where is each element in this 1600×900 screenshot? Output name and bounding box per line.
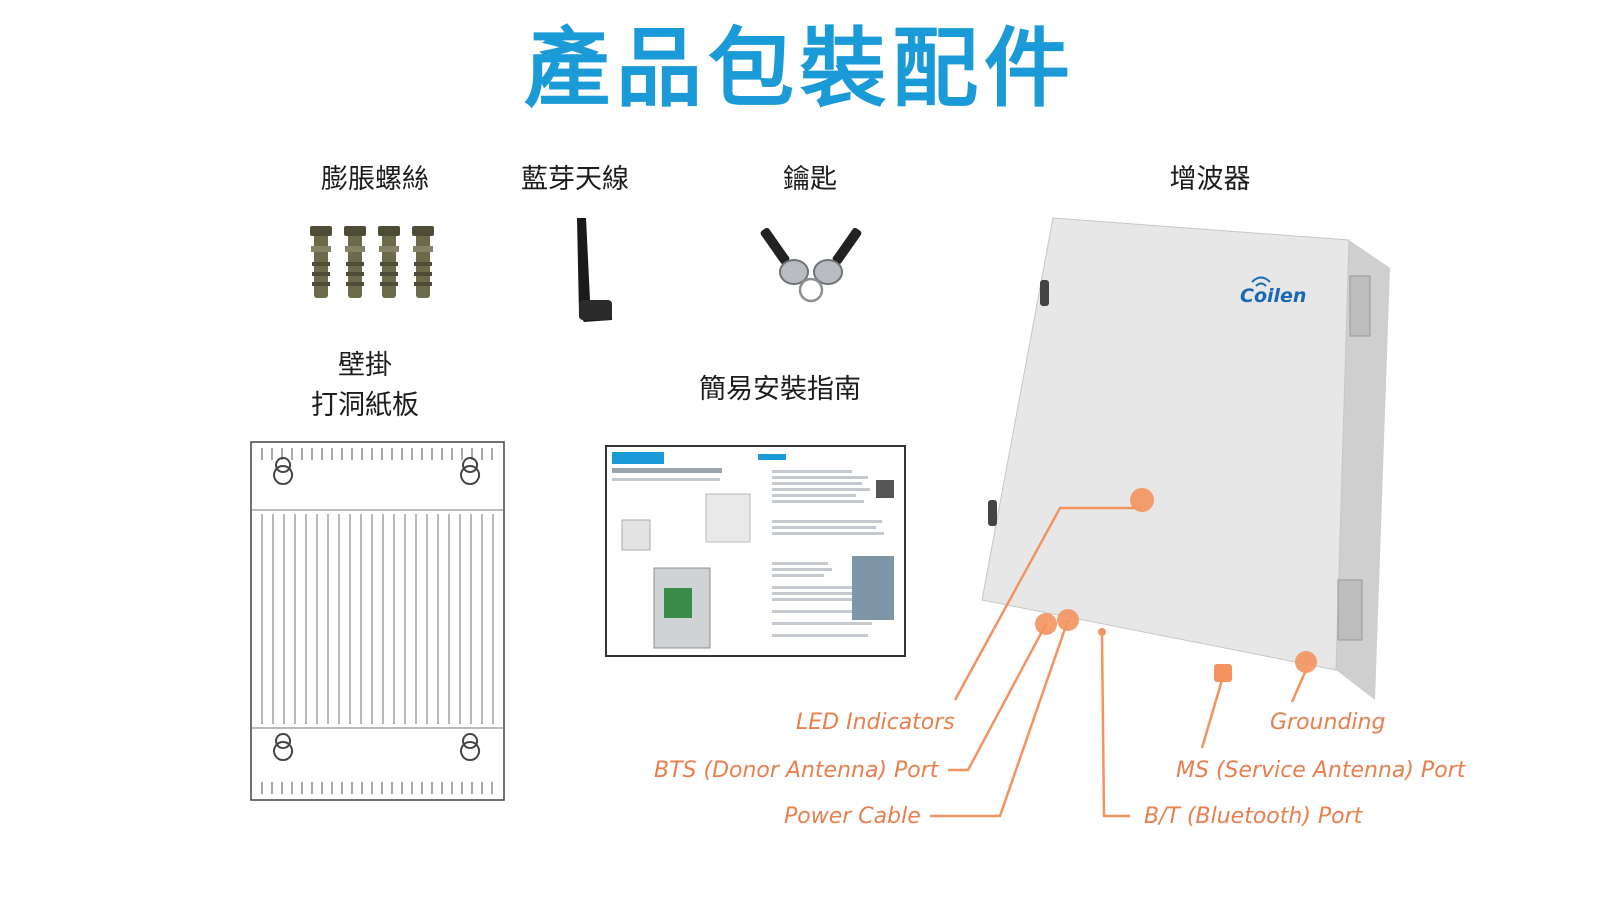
label-anchor-bolts: 膨脹螺絲 xyxy=(321,164,429,195)
callout-power-cable: Power Cable xyxy=(784,804,921,829)
callout-bts-port: BTS (Donor Antenna) Port xyxy=(654,758,939,783)
callout-markers xyxy=(1035,488,1317,682)
device-brand-logo: Coilen xyxy=(1240,285,1306,307)
bolt-4 xyxy=(412,226,434,298)
callout-ms-port: MS (Service Antenna) Port xyxy=(1176,758,1466,783)
keys-image xyxy=(760,227,862,303)
bolt-2 xyxy=(344,226,366,298)
label-repeater: 增波器 xyxy=(1169,164,1251,195)
bolt-1 xyxy=(310,226,332,298)
repeater-device-image: Coilen xyxy=(981,217,1390,700)
label-wall-template-line1: 壁掛 xyxy=(338,350,392,381)
callout-lines xyxy=(930,506,1308,818)
bluetooth-antenna-image xyxy=(577,218,612,322)
label-keys: 鑰匙 xyxy=(783,164,837,195)
label-install-guide: 簡易安裝指南 xyxy=(699,374,861,405)
label-wall-template-line2: 打洞紙板 xyxy=(311,390,419,421)
callout-bt-port: B/T (Bluetooth) Port xyxy=(1144,804,1363,829)
callout-led-indicators: LED Indicators xyxy=(796,710,955,735)
anchor-bolts-image xyxy=(310,226,434,298)
install-guide-image xyxy=(605,445,906,657)
wall-template-image xyxy=(250,441,505,801)
mounting-holes xyxy=(273,457,481,761)
label-bluetooth-antenna: 藍芽天線 xyxy=(521,164,629,195)
callout-grounding: Grounding xyxy=(1270,710,1386,735)
page-title: 產品包裝配件 xyxy=(524,19,1076,119)
bolt-3 xyxy=(378,226,400,298)
